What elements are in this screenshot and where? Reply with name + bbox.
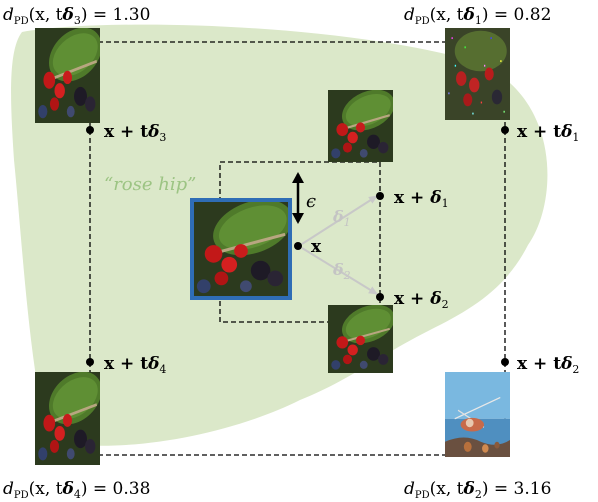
scaled-delta2-label: x + tδ2 xyxy=(517,354,579,376)
distance-delta4-caption: dPD(x, tδ4) = 0.38 xyxy=(3,479,150,501)
delta2-arrow xyxy=(301,247,378,295)
neighbor-delta1-label: x + δ1 xyxy=(394,188,449,210)
point-scaled-delta2 xyxy=(501,358,509,366)
center-label: x xyxy=(311,237,322,257)
thumbnail-neighbor-delta1 xyxy=(328,90,393,162)
delta1-arrow xyxy=(301,195,378,245)
distance-delta1-caption: dPD(x, tδ1) = 0.82 xyxy=(404,5,551,27)
scaled-delta3-label: x + tδ3 xyxy=(104,122,166,144)
point-neighbor-delta2 xyxy=(376,293,384,301)
thumbnail-delta4 xyxy=(35,372,100,465)
point-center xyxy=(294,242,302,250)
delta2-label: δ2 xyxy=(332,260,351,282)
distance-delta3-caption: dPD(x, tδ3) = 1.30 xyxy=(3,5,150,27)
point-scaled-delta3 xyxy=(86,126,94,134)
scaled-delta1-label: x + tδ1 xyxy=(517,122,579,144)
thumbnail-delta2 xyxy=(445,372,510,457)
thumbnail-delta3 xyxy=(35,28,100,123)
point-scaled-delta1 xyxy=(501,126,509,134)
point-scaled-delta4 xyxy=(86,358,94,366)
thumbnail-neighbor-delta2 xyxy=(328,305,393,373)
region-label: “rose hip” xyxy=(104,174,196,195)
neighbor-delta2-label: x + δ2 xyxy=(394,289,449,311)
epsilon-label: ϵ xyxy=(306,191,316,212)
thumbnail-delta1 xyxy=(445,28,510,120)
point-neighbor-delta1 xyxy=(376,192,384,200)
scaled-delta4-label: x + tδ4 xyxy=(104,354,166,376)
thumbnail-center xyxy=(190,198,292,300)
delta1-label: δ1 xyxy=(332,207,351,229)
distance-delta2-caption: dPD(x, tδ2) = 3.16 xyxy=(404,479,551,501)
